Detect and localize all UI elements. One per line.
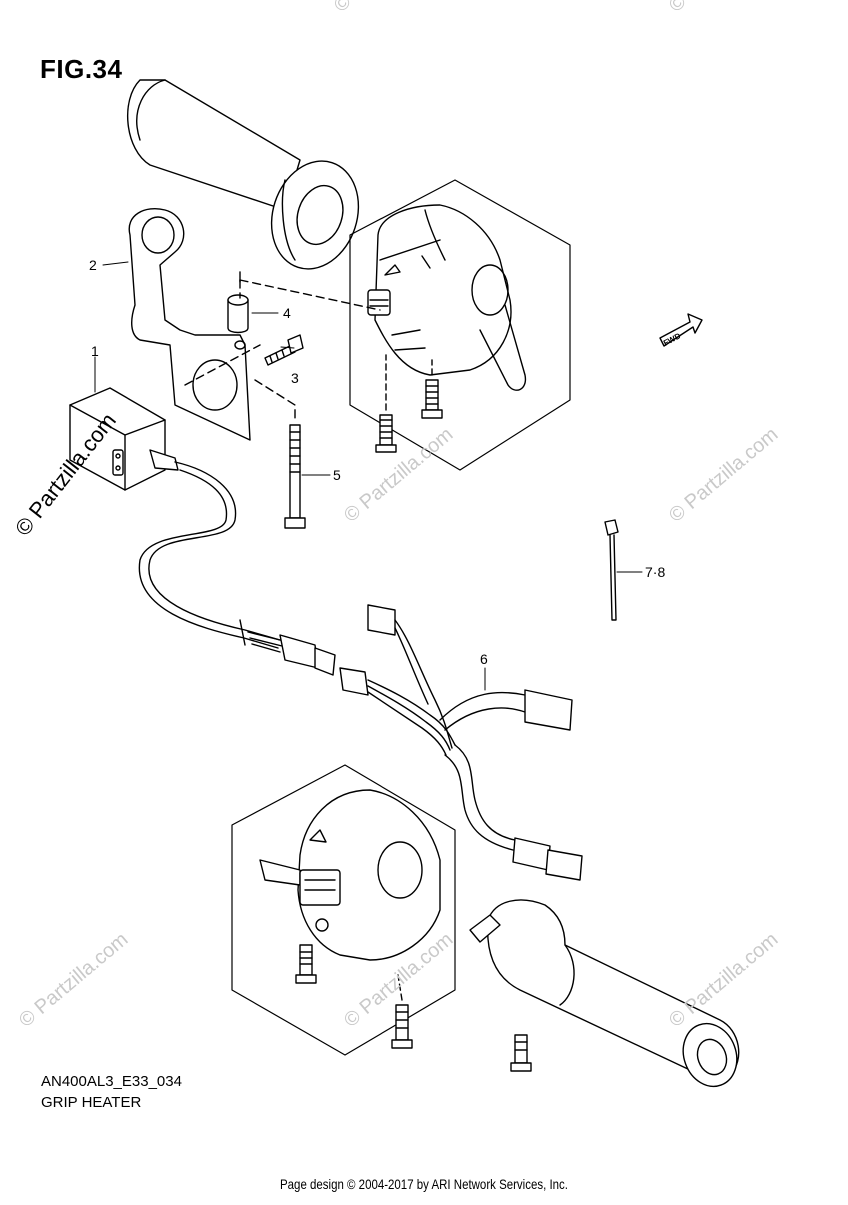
switch-unit-part-1 [69,387,179,491]
callout-5: 5 [333,467,341,483]
callout-7-8: 7·8 [645,564,666,580]
callout-leaders [94,261,643,691]
lower-screws [295,944,532,1072]
upper-switch-housing [367,204,527,391]
switch-cable [138,461,336,676]
bracket-part-2 [128,208,251,441]
fwd-arrow [659,313,703,347]
model-code: AN400AL3_E33_034 [41,1073,182,1090]
upper-screws [375,354,443,453]
callout-6: 6 [480,651,488,667]
assembly-leaders [184,279,381,421]
lower-switch-enclosure [231,764,456,1056]
callout-3: 3 [291,370,299,386]
upper-grip [127,79,360,270]
lower-grip [469,899,740,1088]
long-bolt-part-5 [284,424,306,529]
cable-tie-part-7-8 [604,519,619,621]
harness-part-6 [339,604,583,881]
bolt-part-3 [264,334,304,366]
callout-1: 1 [91,343,99,359]
callout-4: 4 [283,305,291,321]
upper-switch-enclosure [349,179,571,471]
lower-switch-housing [259,789,441,961]
spacer-part-4 [227,294,249,334]
figure-title: FIG.34 [40,54,123,84]
page-footer: Page design © 2004-2017 by ARI Network S… [280,1176,568,1192]
figure-caption: GRIP HEATER [41,1094,142,1111]
callout-2: 2 [89,257,97,273]
